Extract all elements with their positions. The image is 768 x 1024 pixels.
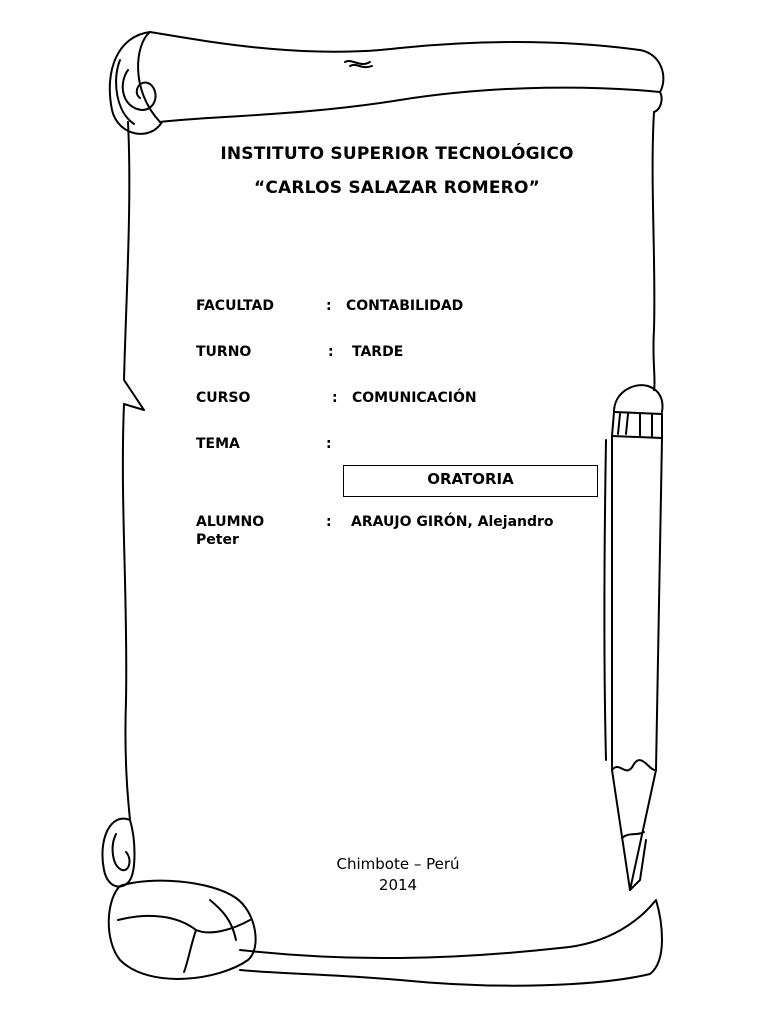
curso-separator: : — [332, 390, 338, 406]
pencil-illustration — [611, 384, 664, 891]
curso-value: COMUNICACIÓN — [352, 390, 477, 406]
parchment-right-edge — [651, 111, 656, 391]
facultad-separator: : — [326, 298, 332, 314]
turno-value: TARDE — [352, 344, 404, 360]
parchment-bottom-edge — [239, 899, 663, 987]
turno-label: TURNO — [196, 344, 252, 360]
bottom-scroll-roll — [101, 817, 257, 980]
alumno-separator: : — [326, 514, 332, 530]
footer-place: Chimbote – Perú — [336, 855, 460, 873]
parchment-left-edge — [121, 121, 145, 821]
alumno-label: ALUMNO — [196, 514, 265, 530]
turno-separator: : — [328, 344, 334, 360]
top-scroll-roll — [108, 31, 665, 135]
tema-separator: : — [326, 436, 332, 452]
tema-value-box: ORATORIA — [343, 465, 598, 497]
tema-label: TEMA — [196, 436, 240, 452]
institution-name: “CARLOS SALAZAR ROMERO” — [253, 178, 540, 198]
institution-title: INSTITUTO SUPERIOR TECNOLÓGICO — [220, 144, 574, 164]
curso-label: CURSO — [196, 390, 251, 406]
facultad-label: FACULTAD — [196, 298, 274, 314]
alumno-value: ARAUJO GIRÓN, Alejandro — [351, 514, 554, 530]
alumno-value-continuation: Peter — [196, 532, 239, 548]
facultad-value: CONTABILIDAD — [346, 298, 464, 314]
footer-year: 2014 — [378, 876, 418, 894]
